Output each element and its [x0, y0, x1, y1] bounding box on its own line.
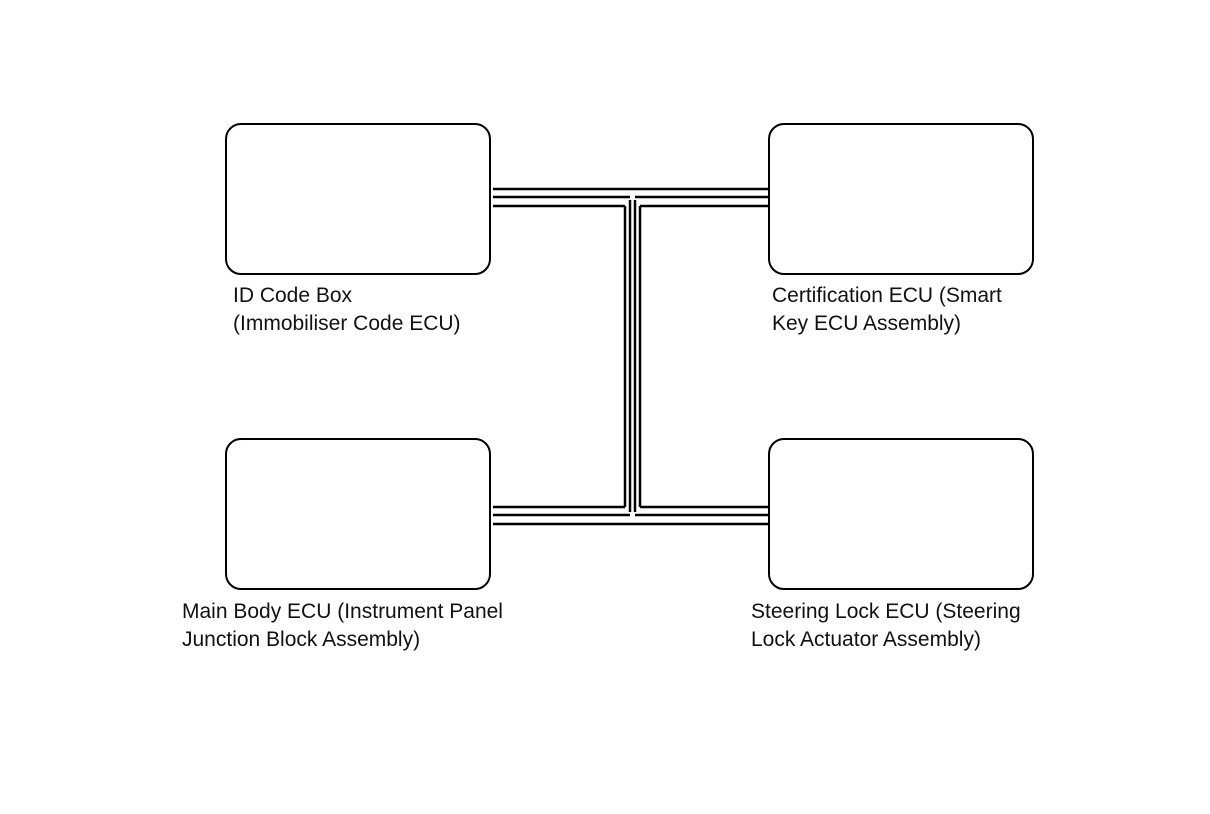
steering-lock-ecu-label-line1: Steering Lock ECU (Steering: [751, 600, 1021, 623]
certification-ecu-label-line2: Key ECU Assembly): [772, 312, 962, 335]
main-body-ecu-label-line1: Main Body ECU (Instrument Panel: [182, 600, 503, 623]
steering-lock-ecu-block: [768, 438, 1034, 590]
certification-ecu-block: [768, 123, 1034, 275]
main-body-ecu-label-line2: Junction Block Assembly): [182, 628, 421, 651]
certification-ecu-label-line1: Certification ECU (Smart: [772, 284, 1002, 307]
main-body-ecu-label: Main Body ECU (Instrument Panel Junction…: [182, 598, 503, 654]
id-code-box-label-line1: ID Code Box: [233, 284, 353, 307]
main-body-ecu-block: [225, 438, 491, 590]
certification-ecu-label: Certification ECU (Smart Key ECU Assembl…: [772, 282, 1002, 338]
steering-lock-ecu-label: Steering Lock ECU (Steering Lock Actuato…: [751, 598, 1021, 654]
id-code-box-label-line2: (Immobiliser Code ECU): [233, 312, 461, 335]
id-code-box-label: ID Code Box (Immobiliser Code ECU): [233, 282, 461, 338]
steering-lock-ecu-label-line2: Lock Actuator Assembly): [751, 628, 981, 651]
id-code-box-block: [225, 123, 491, 275]
